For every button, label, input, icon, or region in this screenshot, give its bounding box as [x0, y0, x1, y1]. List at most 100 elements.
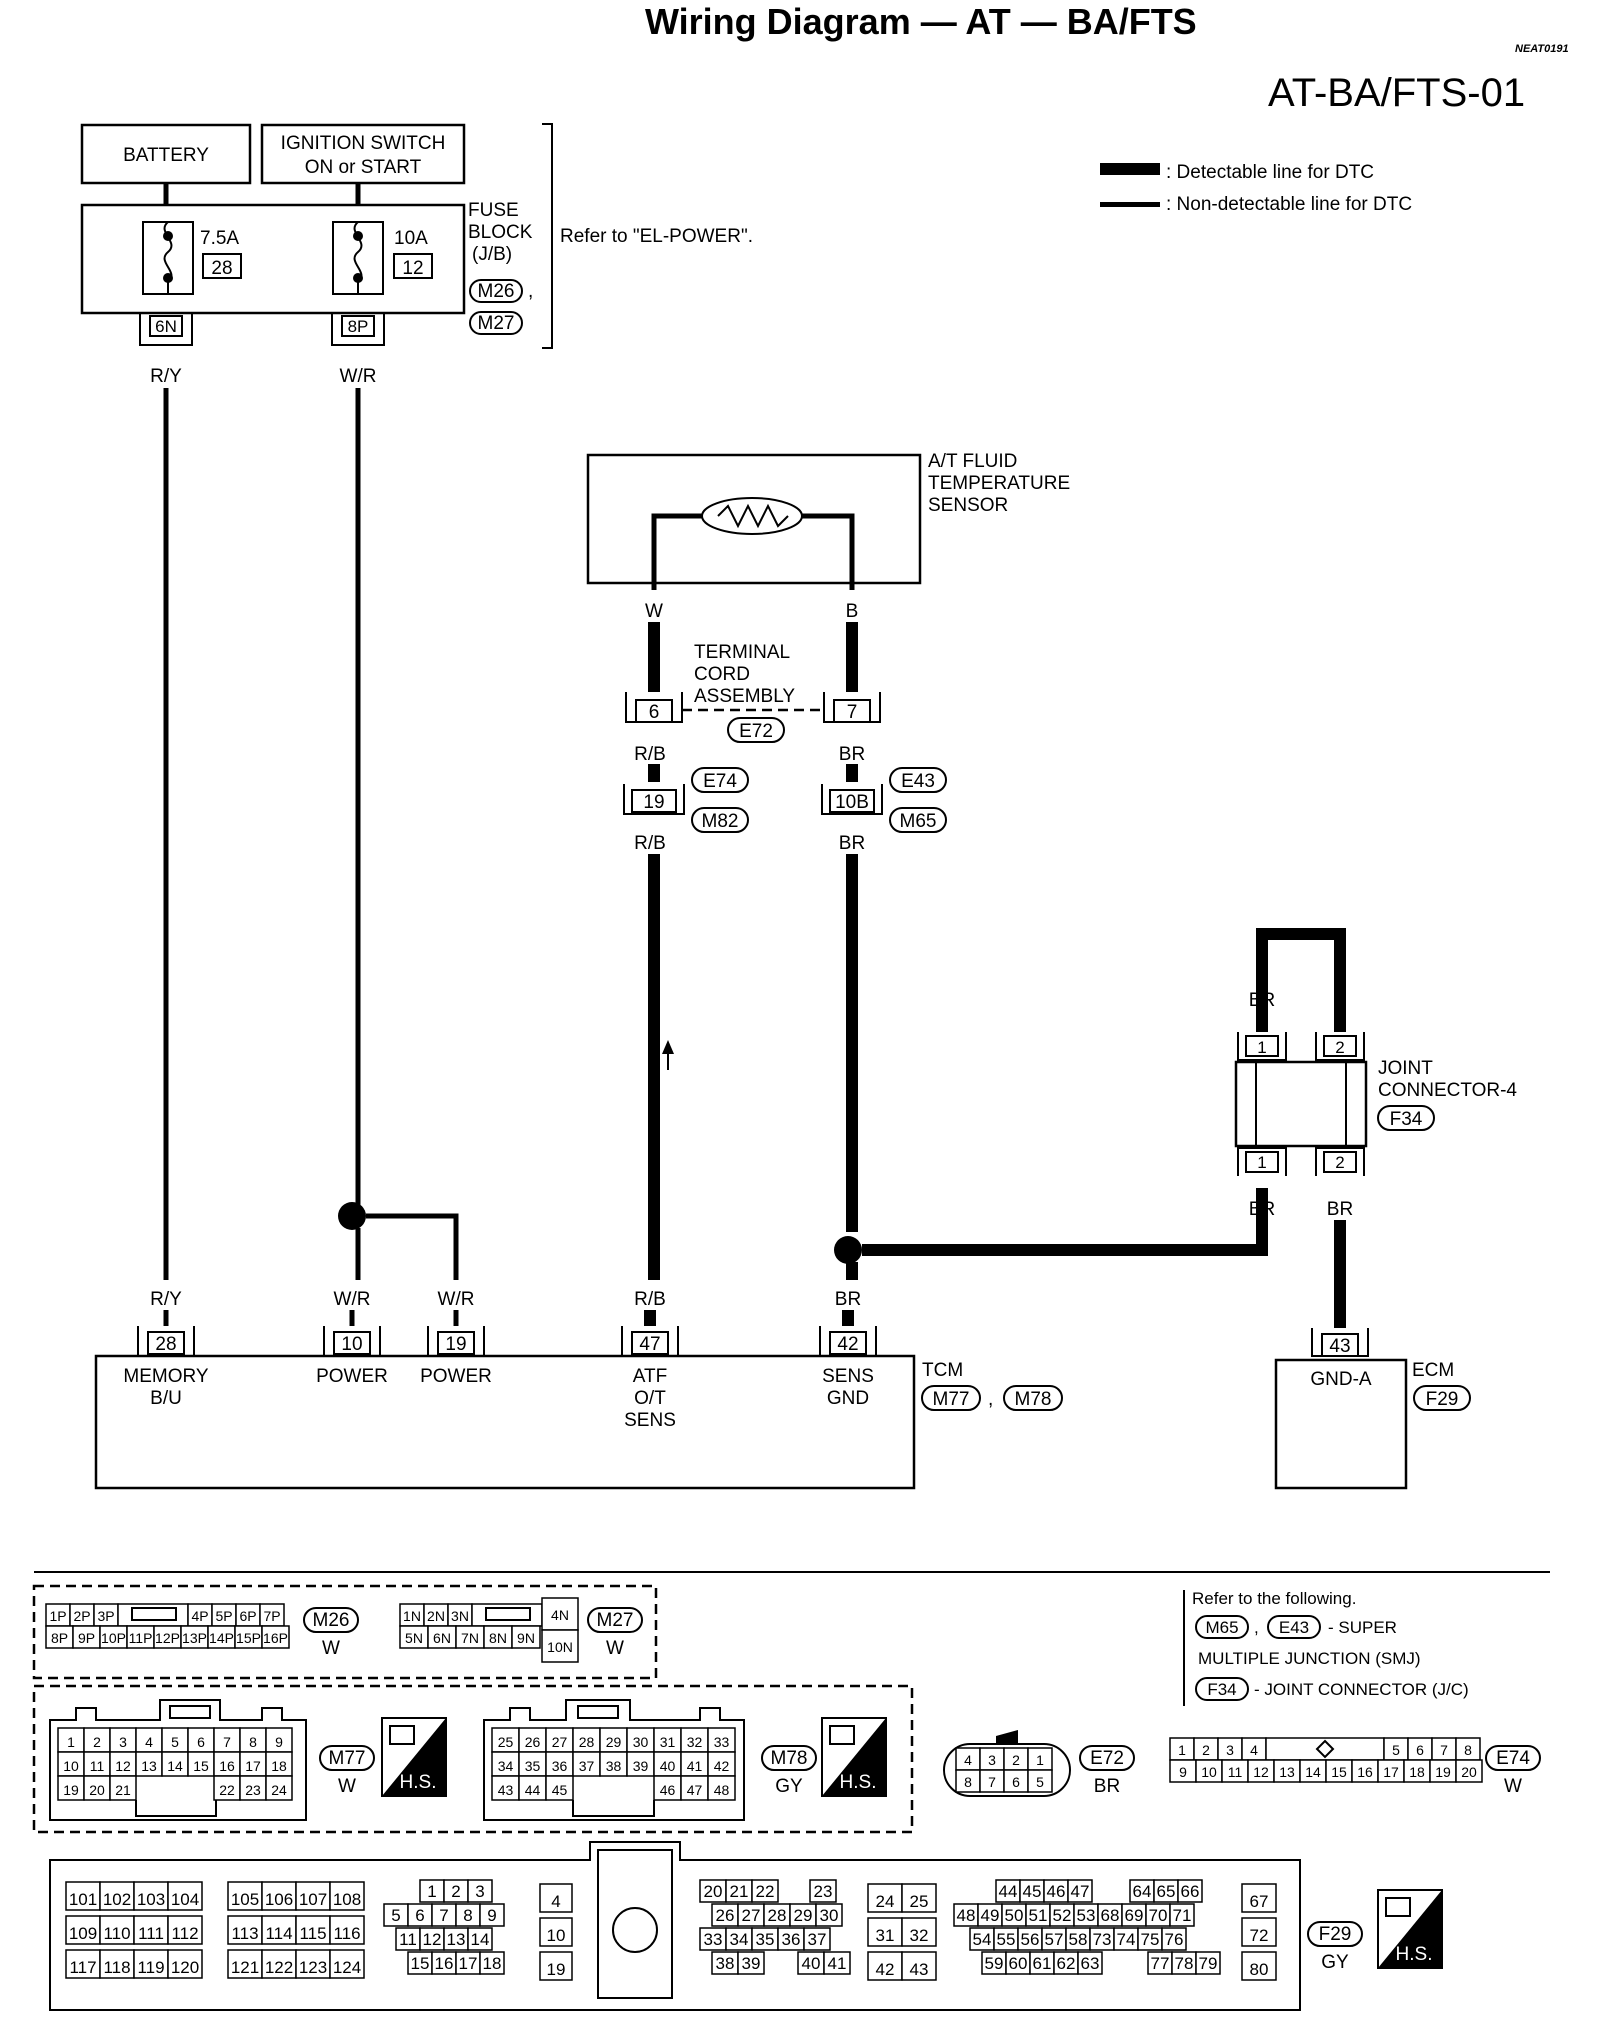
- terminal-8p-label: 8P: [348, 317, 369, 336]
- harness-side-icon: H.S.: [381, 1717, 447, 1797]
- pin-number: 9: [275, 1734, 283, 1750]
- pin-number: 33: [704, 1930, 723, 1949]
- e72-pin-7: 7: [823, 692, 881, 723]
- ecm-pin-label: GND-A: [1310, 1369, 1372, 1390]
- pin-number: 9P: [78, 1630, 95, 1646]
- pin-number: 61: [1033, 1954, 1052, 1973]
- pin-number: 6: [197, 1734, 205, 1750]
- pin-number: 8: [463, 1906, 472, 1925]
- conn-color: GY: [775, 1776, 803, 1797]
- conn-tag-sep: ,: [528, 281, 533, 302]
- tcm-pins: 28MEMORYB/U10POWER19POWER47ATFO/TSENS42S…: [123, 1326, 877, 1431]
- smj-pin-10b: 10B: [821, 784, 883, 815]
- legend: : Detectable line for DTC : Non-detectab…: [1100, 162, 1412, 215]
- pin-number: 80: [1250, 1960, 1269, 1979]
- pin-number: 48: [957, 1906, 976, 1925]
- pin-number: 8P: [51, 1630, 68, 1646]
- conn-id: E72: [1090, 1748, 1124, 1769]
- diagram-title: Wiring Diagram — AT — BA/FTS: [645, 1, 1197, 42]
- pin-number: 6: [1012, 1774, 1020, 1790]
- pin-number: 4: [145, 1734, 153, 1750]
- pin-number: 8: [249, 1734, 257, 1750]
- conn-tag-m65: [889, 807, 947, 833]
- pin-number: 8N: [489, 1630, 507, 1646]
- pin-number: 42: [714, 1758, 730, 1774]
- pin-number: 55: [997, 1930, 1016, 1949]
- tcm-label: TCM: [922, 1360, 963, 1381]
- pin-number: 10: [63, 1758, 79, 1774]
- tcm-pin-number: 10: [341, 1334, 362, 1355]
- conn-tag-e74: [1485, 1745, 1541, 1771]
- pin-number: 9: [487, 1906, 496, 1925]
- e72-pin-6: 6: [625, 692, 683, 723]
- pin-number: 37: [579, 1758, 595, 1774]
- conn-color: W: [606, 1638, 624, 1659]
- pin-number: 46: [660, 1782, 676, 1798]
- conn-tag-m78-text: M78: [1015, 1389, 1052, 1410]
- pin-number: 25: [910, 1892, 929, 1911]
- pin-number: 42: [876, 1960, 895, 1979]
- sensor-label-2: TEMPERATURE: [928, 473, 1070, 494]
- refer-el-power: Refer to "EL-POWER".: [560, 226, 753, 247]
- conn-color: W: [1504, 1776, 1522, 1797]
- conn-color: W: [338, 1776, 356, 1797]
- harness-side-icon: H.S.: [821, 1717, 887, 1797]
- jc-pin-1-bottom: 1: [1257, 1153, 1266, 1172]
- wire-color-br-jc-2: BR: [1327, 1199, 1353, 1220]
- wire-color-ry-top: R/Y: [150, 366, 182, 387]
- tcm-pin-label: SENS: [624, 1410, 676, 1431]
- pin-number: 119: [137, 1958, 164, 1977]
- pin-number: 14: [471, 1930, 490, 1949]
- wire-color-wr-tcm-2: W/R: [438, 1289, 475, 1310]
- pin-number: 51: [1029, 1906, 1048, 1925]
- pin-number: 11: [1228, 1764, 1243, 1780]
- wire-color-w: W: [645, 601, 663, 622]
- pin-number: 23: [814, 1882, 833, 1901]
- pin-number: 9N: [517, 1630, 535, 1646]
- pin-number: 36: [552, 1758, 568, 1774]
- fuse-12-rating: 10A: [394, 228, 428, 249]
- pin-number: 23: [245, 1782, 261, 1798]
- pin-number: 24: [876, 1892, 895, 1911]
- tcm-pin-number: 19: [445, 1334, 466, 1355]
- pin-number: 107: [299, 1890, 327, 1909]
- conn-tag-m82: [691, 807, 749, 833]
- pin-number: 15: [411, 1954, 430, 1973]
- ignition-label-1: IGNITION SWITCH: [281, 133, 446, 154]
- pin-number: 74: [1117, 1930, 1136, 1949]
- pin-number: 2N: [427, 1608, 445, 1624]
- pin-number: 104: [171, 1890, 199, 1909]
- pin-number: 2: [1202, 1742, 1210, 1758]
- pin-number: 34: [498, 1758, 514, 1774]
- pin-number: 103: [137, 1890, 165, 1909]
- pin-number: 77: [1151, 1954, 1170, 1973]
- conn-tag-e43-text: E43: [901, 771, 935, 792]
- pin-number: 120: [171, 1958, 199, 1977]
- wire-color-rb-2: R/B: [634, 833, 666, 854]
- pin-number: 29: [606, 1734, 622, 1750]
- pin-number: 3: [119, 1734, 127, 1750]
- pin-number: 12: [423, 1930, 442, 1949]
- pin-number: 71: [1173, 1906, 1192, 1925]
- pin-number: 11: [90, 1758, 105, 1774]
- tcm-conn-sep: ,: [988, 1389, 993, 1410]
- pin-number: 5: [391, 1906, 400, 1925]
- conn-tag-m27: [587, 1607, 643, 1633]
- sensor-label-3: SENSOR: [928, 495, 1008, 516]
- pin-number: 18: [483, 1954, 502, 1973]
- pin-number: 3P: [97, 1608, 114, 1624]
- smj-pin-19-label: 19: [643, 792, 664, 813]
- pin-number: 1: [427, 1882, 436, 1901]
- conn-tag-m27: [469, 311, 523, 335]
- pin-number: 57: [1045, 1930, 1064, 1949]
- conn-id: M78: [771, 1748, 808, 1769]
- pin-number: 11P: [129, 1630, 153, 1646]
- pin-number: 1: [1036, 1752, 1044, 1768]
- pin-number: 45: [1023, 1882, 1042, 1901]
- tcm-pin-number: 42: [837, 1334, 858, 1355]
